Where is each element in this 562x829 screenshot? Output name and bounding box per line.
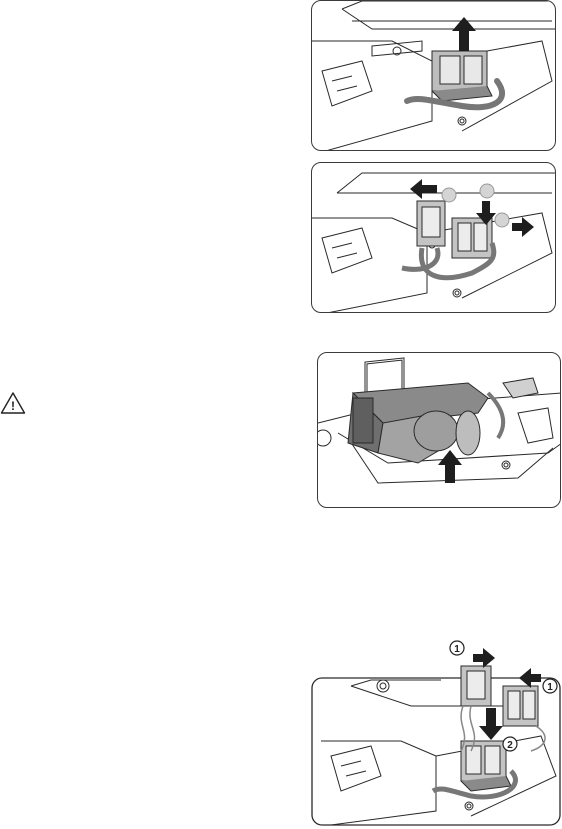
up-arrow-icon xyxy=(438,450,462,483)
left-arrow-icon xyxy=(410,179,437,199)
svg-text:1: 1 xyxy=(454,644,460,655)
figure-connect-lamp-connector: 1 1 2 xyxy=(311,636,562,826)
svg-text:2: 2 xyxy=(507,740,513,751)
step-mark-2: 2 xyxy=(503,737,517,751)
right-arrow-icon xyxy=(473,648,495,668)
up-arrow-icon xyxy=(452,17,476,51)
step-mark-1a: 1 xyxy=(450,641,464,655)
figure-separate-connectors xyxy=(311,162,556,313)
svg-text:!: ! xyxy=(11,399,15,413)
right-arrow-icon xyxy=(512,217,534,237)
svg-text:1: 1 xyxy=(547,682,553,693)
figure-remove-lamp xyxy=(317,352,561,508)
caution-triangle-icon: ! xyxy=(0,391,26,415)
step-mark-1b: 1 xyxy=(543,679,557,693)
figure-disconnect-lamp-connector xyxy=(311,0,556,151)
